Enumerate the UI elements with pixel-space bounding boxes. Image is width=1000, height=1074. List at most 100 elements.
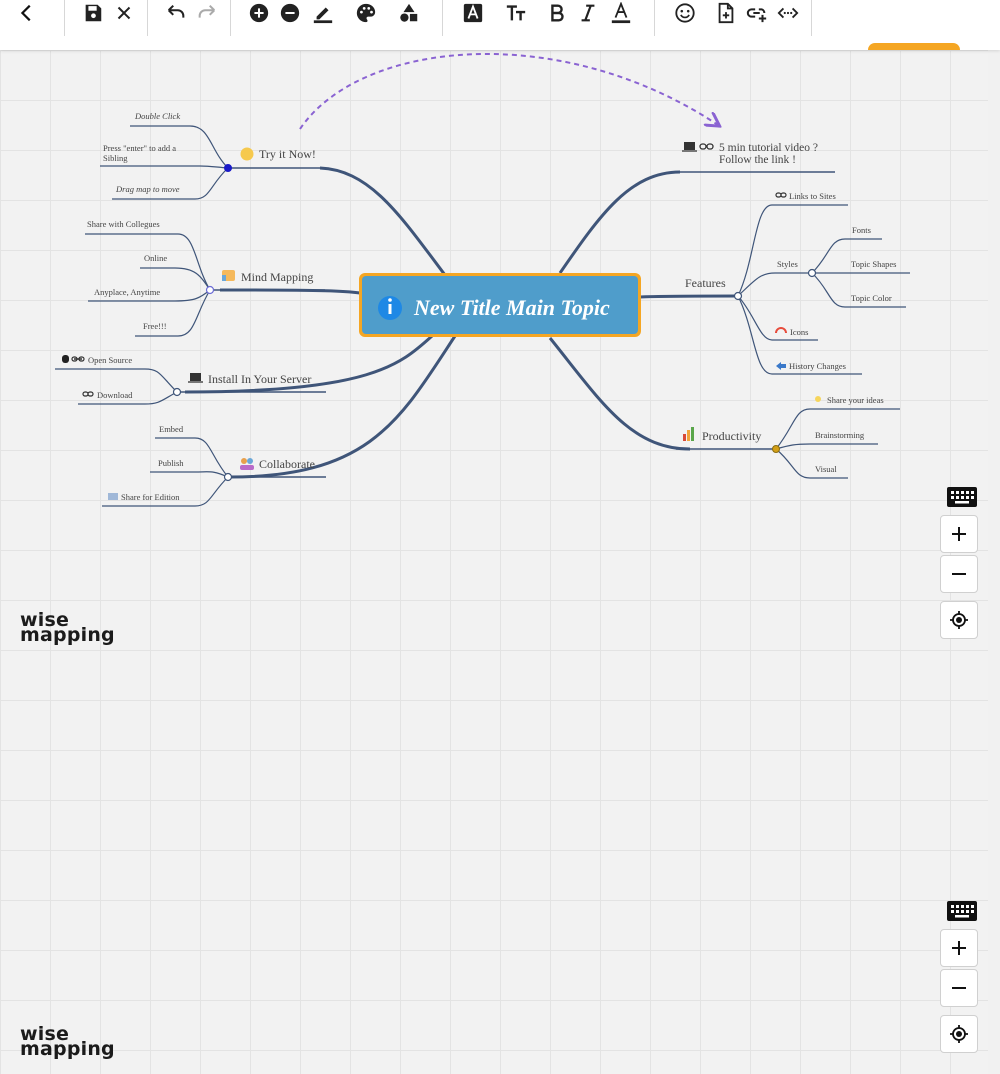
background-color-button[interactable]	[351, 0, 381, 26]
subtopics-left: Double Click Press "enter" to add a Sibl…	[62, 111, 184, 502]
subtopic[interactable]: Online	[144, 253, 167, 263]
collapse-dot[interactable]	[223, 472, 233, 482]
italic-button[interactable]	[573, 0, 603, 26]
undo-button[interactable]	[161, 0, 191, 26]
redo-button[interactable]	[192, 0, 222, 26]
keyboard-shortcuts-icon[interactable]	[947, 487, 977, 507]
note-icon	[718, 2, 734, 24]
add-topic-button[interactable]	[244, 0, 274, 26]
collapse-dot[interactable]	[733, 291, 743, 301]
zoom-in-button[interactable]	[940, 929, 978, 967]
wisemapping-logo: wise mapping	[20, 609, 115, 645]
wisemapping-logo: wise mapping	[20, 1023, 115, 1060]
subtopic[interactable]: Brainstorming	[815, 430, 865, 440]
subtopic[interactable]: Topic Color	[851, 293, 892, 303]
undo-icon	[167, 4, 185, 18]
back-icon	[20, 4, 31, 22]
image-icon	[108, 493, 118, 500]
link-icon	[82, 391, 94, 397]
mindmap-canvas[interactable]: New Title Main Topic Try it Now! Mind Ma…	[0, 50, 988, 1074]
subtopic[interactable]: Styles	[777, 259, 798, 269]
topic-underlines	[177, 167, 835, 478]
subtopic[interactable]: Share your ideas	[827, 395, 884, 405]
emoji-face-icon	[240, 147, 254, 161]
center-map-button[interactable]	[940, 601, 978, 639]
subtopic[interactable]: Links to Sites	[789, 191, 836, 201]
lightbulb-icon	[815, 396, 821, 402]
shapes-icon	[400, 3, 418, 22]
bold-button[interactable]	[542, 0, 572, 26]
collapse-dot[interactable]	[807, 268, 817, 278]
font-size-button[interactable]	[501, 0, 531, 26]
subtopic[interactable]: History Changes	[789, 361, 846, 371]
emoji-button[interactable]	[670, 0, 700, 26]
font-family-button[interactable]	[458, 0, 488, 26]
zoom-out-button[interactable]	[940, 555, 978, 593]
toolbar-divider	[442, 0, 443, 36]
subtopic[interactable]: Drag map to move	[115, 184, 180, 194]
relationship-arrow[interactable]	[299, 52, 718, 130]
subtopic[interactable]: Anyplace, Anytime	[94, 287, 160, 297]
subtopic[interactable]: Fonts	[852, 225, 871, 235]
connector-try-it-now	[319, 166, 447, 276]
topic-mind-mapping[interactable]: Mind Mapping	[222, 270, 313, 284]
laptop-icon	[190, 373, 201, 381]
topic-productivity[interactable]: Productivity	[683, 427, 761, 443]
subtopic[interactable]: Share with Collegues	[87, 219, 160, 229]
rainbow-icon	[775, 327, 787, 334]
topic-collaborate[interactable]: Collaborate	[240, 457, 315, 471]
topic-install-in-your-server[interactable]: Install In Your Server	[188, 372, 311, 386]
subtopic[interactable]: Press "enter" to add a	[103, 143, 176, 153]
zoom-out-button[interactable]	[940, 969, 978, 1007]
embed-button[interactable]	[773, 0, 803, 26]
subtopic[interactable]: Embed	[159, 424, 184, 434]
topic-try-it-now[interactable]: Try it Now!	[240, 147, 316, 161]
topic-label: Collaborate	[259, 457, 315, 471]
main-connectors	[184, 166, 739, 479]
collapse-dot[interactable]	[205, 285, 215, 295]
border-color-button[interactable]	[308, 0, 338, 26]
minus-icon	[952, 573, 966, 575]
back-button[interactable]	[12, 0, 42, 26]
history-arrow-icon	[776, 362, 786, 370]
collapse-dot[interactable]	[172, 387, 182, 397]
text-color-button[interactable]	[606, 0, 636, 26]
topic-features[interactable]: Features	[685, 276, 726, 290]
vertical-scrollbar[interactable]	[988, 50, 1000, 1074]
subtopic[interactable]: Download	[97, 390, 133, 400]
close-button[interactable]	[109, 0, 139, 26]
subtopic[interactable]: Share for Edition	[121, 492, 180, 502]
central-topic[interactable]: New Title Main Topic	[359, 273, 641, 337]
info-icon	[378, 296, 402, 320]
connector-collaborate	[229, 335, 457, 479]
zoom-in-button[interactable]	[940, 515, 978, 553]
locate-icon	[950, 1025, 968, 1043]
topic-shape-button[interactable]	[394, 0, 424, 26]
plus-icon	[952, 941, 966, 955]
add-note-button[interactable]	[711, 0, 741, 26]
center-map-button[interactable]	[940, 1015, 978, 1053]
save-button[interactable]	[78, 0, 108, 26]
topic-label: 5 min tutorial video ?	[719, 142, 818, 154]
subtopic[interactable]: Double Click	[134, 111, 180, 121]
logo-line: mapping	[20, 1038, 115, 1060]
add-link-button[interactable]	[742, 0, 772, 26]
topic-tutorial-video[interactable]: 5 min tutorial video ? Follow the link !	[682, 142, 818, 166]
collapse-dot[interactable]	[224, 164, 232, 172]
keyboard-shortcuts-icon[interactable]	[947, 901, 977, 921]
subtopic[interactable]: Visual	[815, 464, 837, 474]
plus-icon	[952, 527, 966, 541]
minus-icon	[952, 987, 966, 989]
subtopic[interactable]: Topic Shapes	[851, 259, 896, 269]
subtopic[interactable]: Open Source	[88, 355, 132, 365]
subtopic[interactable]: Icons	[790, 327, 808, 337]
subtopic[interactable]: Publish	[158, 458, 184, 468]
logo-line: wise	[20, 609, 70, 631]
toolbar-divider	[811, 0, 812, 36]
subtopic[interactable]: Free!!!	[143, 321, 167, 331]
delete-topic-button[interactable]	[275, 0, 305, 26]
logo-line: wise	[20, 1023, 70, 1045]
account-menu-tab[interactable]	[868, 43, 960, 50]
subtopic[interactable]: Sibling	[103, 153, 128, 163]
collapse-dot[interactable]	[772, 445, 780, 453]
